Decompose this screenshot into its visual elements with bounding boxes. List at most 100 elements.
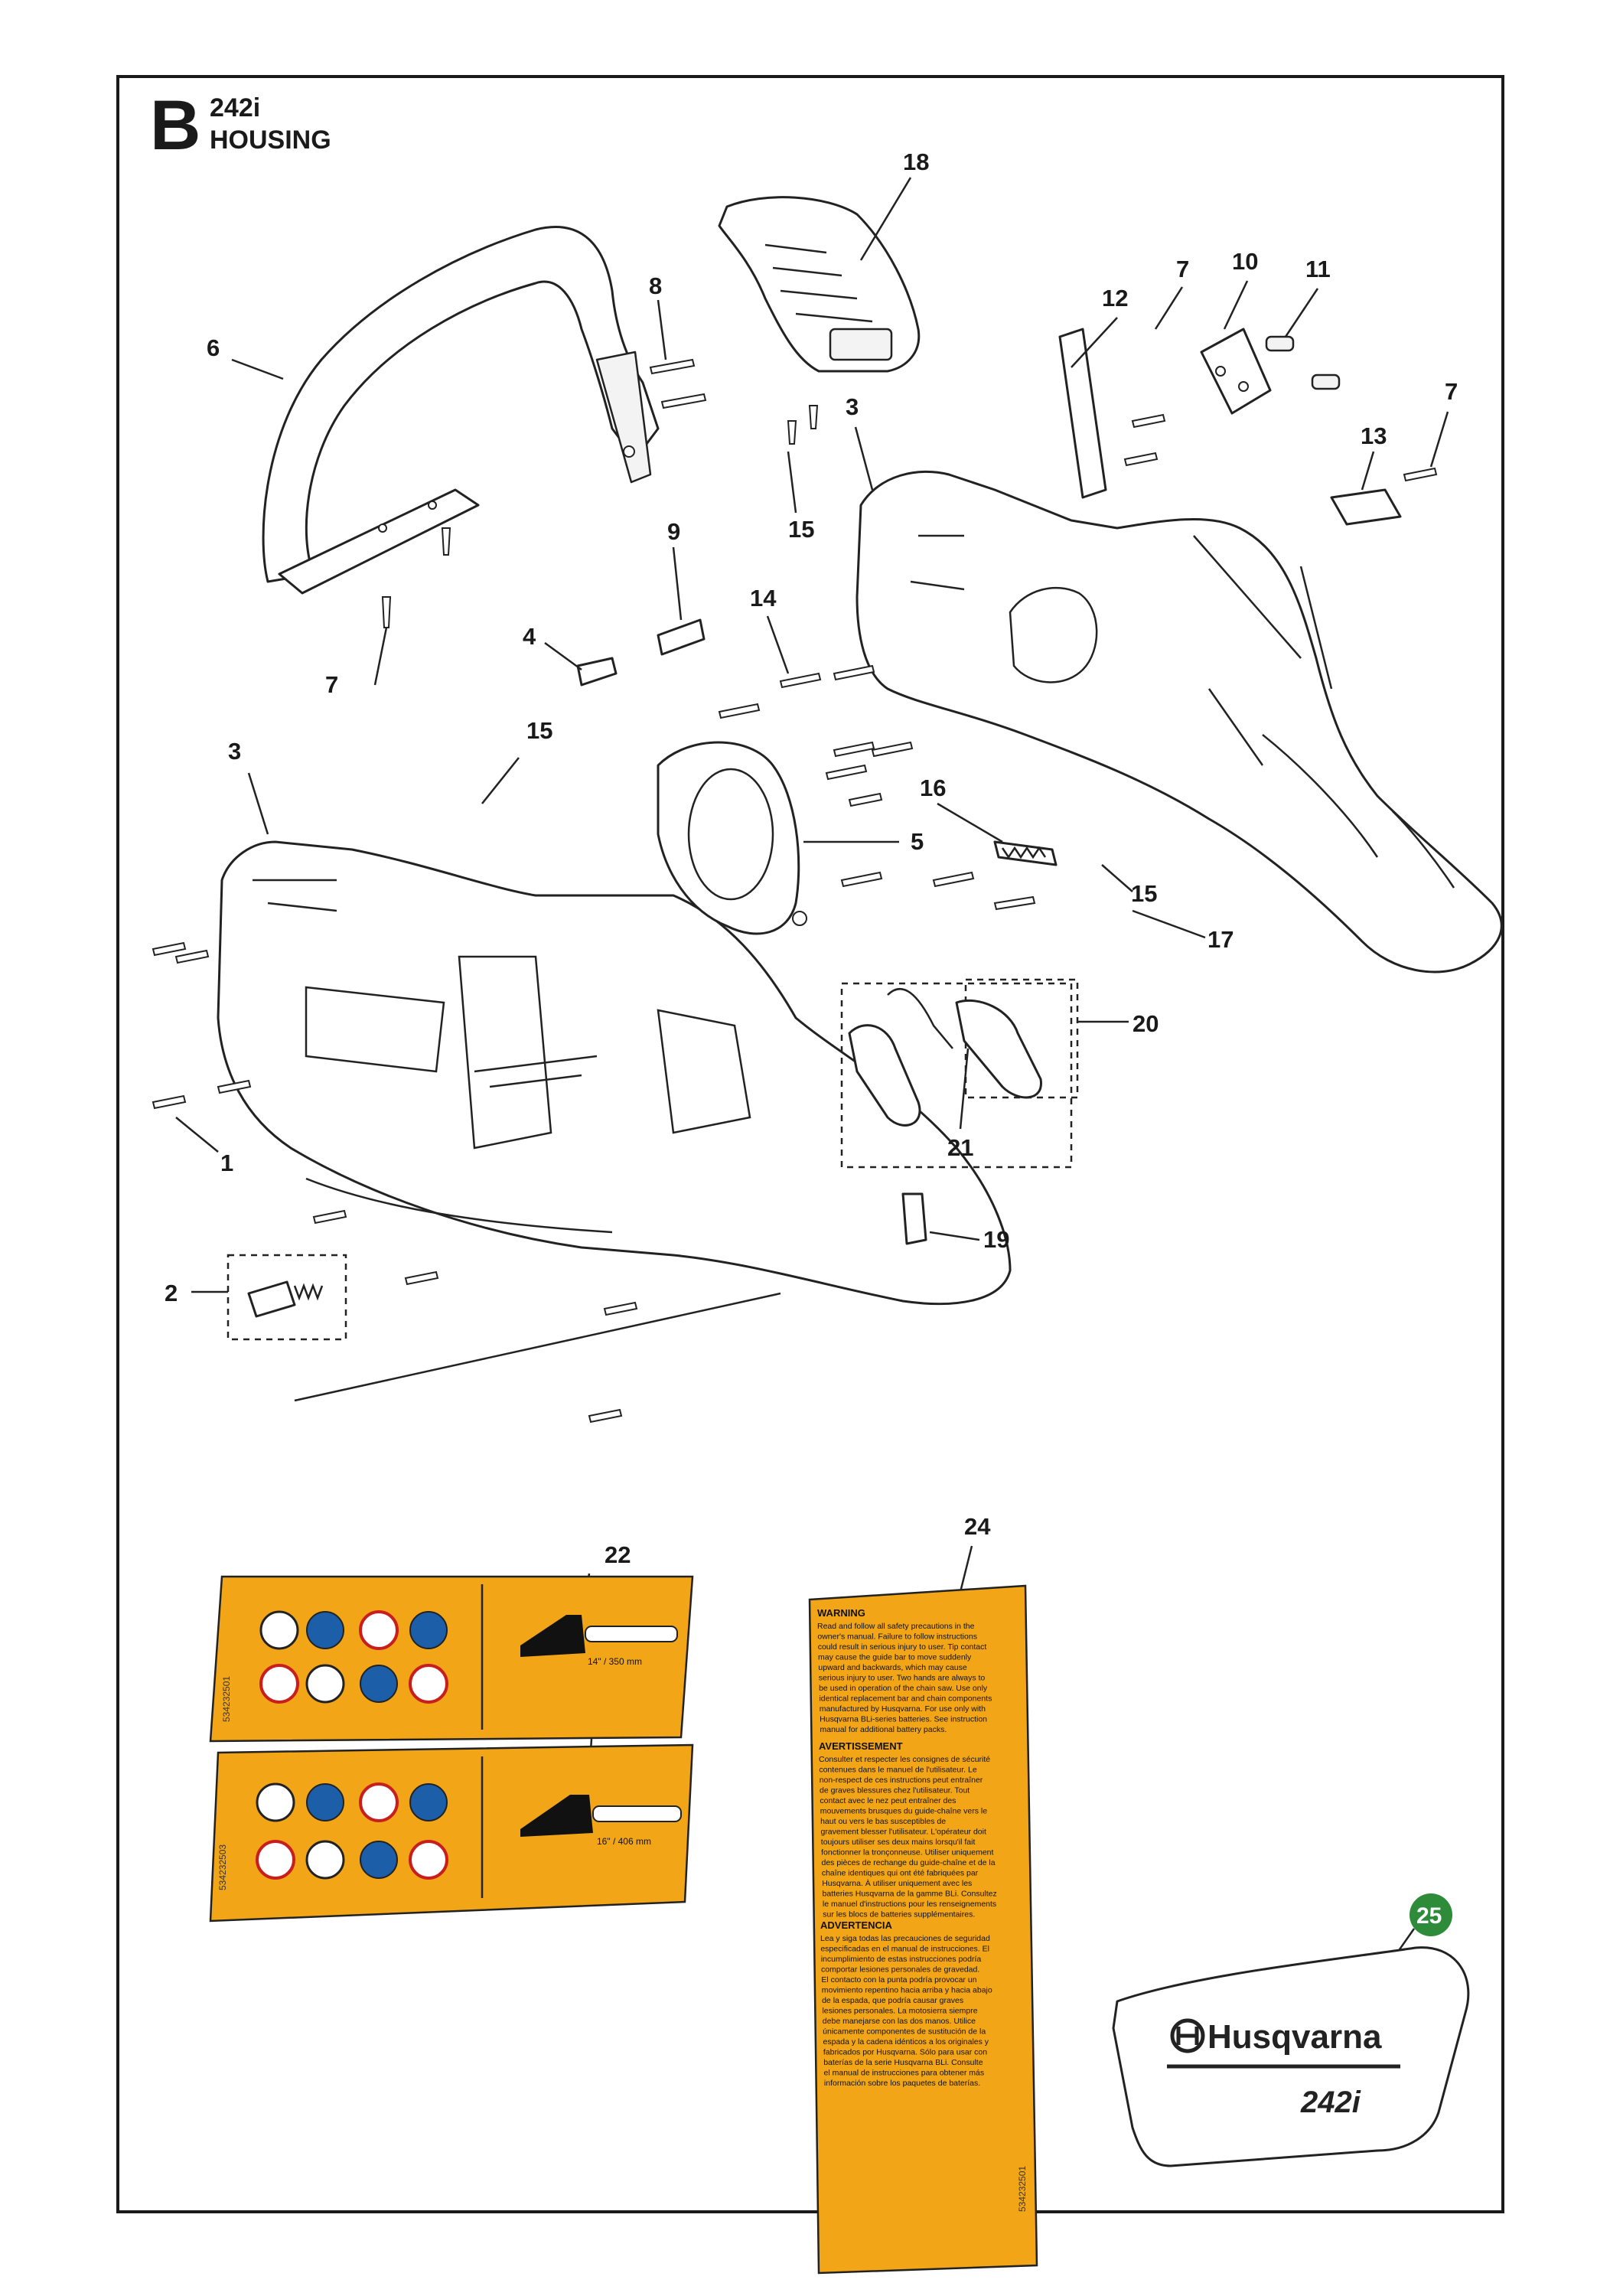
callout-18: 18	[903, 148, 929, 175]
es-title: ADVERTENCIA	[820, 1919, 893, 1931]
trigger-kit-part-20	[840, 978, 1079, 1169]
callout-1: 1	[220, 1150, 233, 1176]
saw-pictogram-22	[520, 1615, 585, 1657]
callout-25: 25	[1416, 1903, 1442, 1929]
callout-5: 5	[911, 828, 924, 855]
fr-lines-line: mouvements brusques du guide-chaîne vers…	[820, 1807, 987, 1816]
handle-cover-part-18	[718, 196, 921, 373]
spring-part-16	[993, 840, 1058, 866]
warn-lines-line: Read and follow all safety precautions i…	[817, 1622, 975, 1631]
warn-lines-line: could result in serious injury to user. …	[818, 1642, 987, 1652]
husqvarna-logo-icon	[1170, 2018, 1205, 2053]
plate-part-12	[1058, 328, 1107, 499]
callout-15-top: 15	[788, 516, 814, 543]
callout-11: 11	[1305, 256, 1331, 282]
es-lines-line: comportar lesiones personales de graveda…	[821, 1965, 979, 1975]
callout-20: 20	[1133, 1010, 1159, 1037]
bar-length-22: 14" / 350 mm	[588, 1656, 642, 1667]
sticker-part-23: 16" / 406 mm 534232503	[209, 1743, 694, 1923]
es-lines-line: debe manejarse con las dos manos. Utilic…	[823, 2017, 976, 2026]
fr-lines-line: des pièces de rechange du guide-chaîne e…	[822, 1858, 996, 1867]
callout-4: 4	[523, 623, 536, 650]
decal-model: 242i	[1300, 2086, 1361, 2119]
fr-lines-line: contenues dans le manuel de l'utilisateu…	[819, 1766, 976, 1775]
plate-part-9	[657, 618, 706, 656]
fr-lines-line: haut ou vers le bas susceptibles de	[820, 1817, 946, 1826]
spanish-lines: Lea y siga todas las precauciones de seg…	[820, 1934, 992, 2088]
callout-14: 14	[750, 585, 777, 612]
page-title: HOUSING	[210, 126, 331, 155]
part-code-22: 534232501	[221, 1676, 232, 1722]
es-lines-line: únicamente componentes de sustitución de…	[823, 2027, 986, 2037]
lock-button-part-2	[227, 1254, 347, 1341]
part-code-24: 534232501	[1017, 2166, 1028, 2212]
callout-9: 9	[667, 518, 680, 545]
catcher-part-13	[1330, 488, 1402, 526]
callout-25-badge	[1410, 1893, 1452, 1936]
section-letter: B	[150, 86, 201, 165]
es-lines-line: lesiones personales. La motosierra siemp…	[822, 2007, 977, 2016]
es-lines-line: baterías de la serie Husqvarna BLi. Cons…	[823, 2058, 983, 2067]
fr-lines-line: sur les blocs de batteries supplémentair…	[823, 1910, 975, 1919]
callout-15-mid: 15	[526, 717, 552, 744]
decal-part-25: Husqvarna 242i	[1112, 1946, 1470, 2167]
callout-12: 12	[1102, 285, 1128, 311]
fr-lines-line: non-respect de ces instructions peut ent…	[820, 1776, 983, 1785]
callout-3-right: 3	[846, 393, 859, 420]
es-lines-line: información sobre los paquetes de baterí…	[824, 2079, 980, 2088]
saw-pictogram-23	[520, 1795, 593, 1837]
model-name: 242i	[210, 93, 261, 122]
callout-15-right: 15	[1131, 880, 1157, 907]
french-lines: Consulter et respecter les consignes de …	[819, 1755, 997, 1919]
callout-7-left: 7	[325, 671, 338, 698]
callout-2: 2	[165, 1280, 178, 1306]
callout-24: 24	[964, 1513, 991, 1540]
part-code-23: 534232503	[217, 1844, 228, 1890]
callout-8: 8	[649, 272, 662, 299]
fr-lines-line: le manuel d'instructions pour les rensei…	[823, 1900, 996, 1909]
fr-lines-line: fonctionner la tronçonneuse. Utiliser un…	[821, 1848, 993, 1857]
callout-7-top: 7	[1176, 256, 1189, 282]
warn-lines-line: identical replacement bar and chain comp…	[819, 1694, 992, 1704]
warning-title: WARNING	[817, 1607, 865, 1619]
right-housing-part-3	[855, 470, 1503, 974]
callout-17: 17	[1207, 926, 1234, 953]
callout-21: 21	[947, 1134, 973, 1161]
es-lines-line: de la espada, que podría causar graves	[822, 1996, 963, 2005]
callout-7-right: 7	[1445, 378, 1458, 405]
callout-6: 6	[207, 334, 220, 361]
fr-lines-line: Husqvarna. À utiliser uniquement avec le…	[822, 1878, 972, 1888]
leader-lines	[175, 177, 1449, 1960]
page-frame	[116, 75, 1504, 2213]
warn-lines-line: be used in operation of the chain saw. U…	[819, 1684, 988, 1693]
safety-pictograms-23	[256, 1782, 448, 1880]
fr-lines-line: batteries Husqvarna de la gamme BLi. Con…	[823, 1890, 997, 1899]
callout-labels: 1 2 3 3 4 5 6 7 7 7 8 9 10 11 12 13 14 1…	[165, 148, 1458, 1936]
warn-lines-line: serious injury to user. Two hands are al…	[819, 1674, 986, 1683]
front-handle-part-6	[262, 226, 660, 595]
warning-sticker-part-24: WARNING Read and follow all safety preca…	[808, 1584, 1038, 2275]
bar-length-23: 16" / 406 mm	[597, 1836, 651, 1847]
es-lines-line: el manual de instrucciones para obtener …	[824, 2069, 985, 2078]
es-lines-line: incumplimiento de estas instrucciones po…	[821, 1955, 982, 1964]
warn-lines-line: manual for additional battery packs.	[820, 1725, 947, 1734]
es-lines-line: Lea y siga todas las precauciones de seg…	[820, 1934, 990, 1943]
es-lines-line: El contacto con la punta podría provocar…	[821, 1975, 976, 1985]
fr-lines-line: Consulter et respecter les consignes de …	[819, 1755, 990, 1764]
stud-part-11	[1265, 335, 1341, 390]
left-housing-part-3	[217, 840, 1012, 1306]
warn-lines-line: owner's manual. Failure to follow instru…	[817, 1632, 977, 1642]
safety-pictograms-22	[259, 1610, 448, 1704]
warn-lines-line: upward and backwards, which may cause	[818, 1663, 967, 1672]
fr-lines-line: gravement blesser l'utilisateur. L'opéra…	[820, 1828, 986, 1837]
warning-lines: Read and follow all safety precautions i…	[817, 1622, 992, 1734]
callout-3-left: 3	[228, 738, 241, 765]
bar-plate-part-10	[1200, 328, 1272, 415]
es-lines-line: espada y la cadena idénticos a los origi…	[823, 2037, 989, 2047]
fr-lines-line: chaîne identiques qui ont été fabriquées…	[822, 1869, 979, 1878]
ring-cover-part-5	[657, 741, 807, 935]
fr-lines-line: contact avec le nez peut entraîner des	[820, 1796, 956, 1805]
sticker-part-22: 14" / 350 mm 534232501	[209, 1575, 694, 1743]
fr-lines-line: de graves blessures chez l'utilisateur. …	[820, 1786, 970, 1795]
